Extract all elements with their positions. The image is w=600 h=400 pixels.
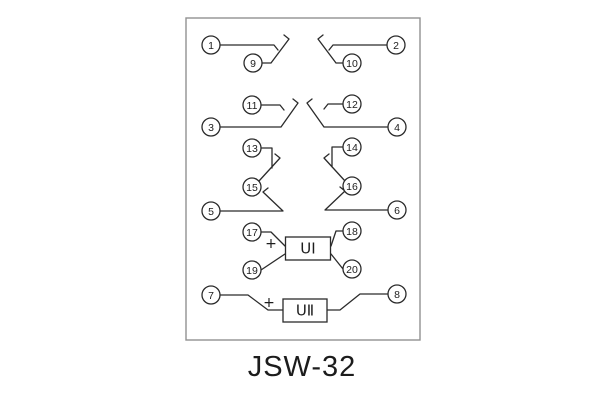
terminal-18-circle xyxy=(342,221,362,241)
terminal-20-circle xyxy=(342,259,362,279)
terminal-11-circle xyxy=(242,95,262,115)
terminal-10-circle xyxy=(342,53,362,73)
contact-group-11-3 xyxy=(219,98,299,128)
terminal-13: 13 xyxy=(242,138,262,158)
model-caption: JSW-32 xyxy=(248,351,357,383)
terminal-14-number: 14 xyxy=(346,142,358,154)
terminal-19-circle xyxy=(242,260,262,280)
terminal-5-number: 5 xyxy=(208,206,214,218)
terminal-18: 18 xyxy=(342,221,362,241)
terminal-9: 9 xyxy=(243,53,263,73)
terminal-2-circle xyxy=(386,35,406,55)
contact-group-13-15-5 xyxy=(219,147,284,212)
u2-box xyxy=(282,298,328,323)
relay-case-outline xyxy=(185,17,421,341)
terminal-19-number: 19 xyxy=(246,265,258,277)
terminal-1-circle xyxy=(201,35,221,55)
terminal-3-circle xyxy=(201,117,221,137)
terminal-16-circle xyxy=(342,176,362,196)
terminals: 1 2 9 10 11 12 xyxy=(201,35,407,305)
terminal-12: 12 xyxy=(342,94,362,114)
terminal-1-number: 1 xyxy=(208,40,214,52)
terminal-7-circle xyxy=(201,285,221,305)
terminal-20: 20 xyxy=(342,259,362,279)
contact-wiring xyxy=(219,34,389,311)
terminal-20-number: 20 xyxy=(346,264,358,276)
terminal-4-circle xyxy=(387,117,407,137)
terminal-8-circle xyxy=(387,284,407,304)
terminal-15-number: 15 xyxy=(246,182,258,194)
terminal-7: 7 xyxy=(201,285,221,305)
contact-group-2-10 xyxy=(317,34,388,64)
terminal-18-number: 18 xyxy=(346,226,358,238)
terminal-15: 15 xyxy=(242,177,262,197)
terminal-8-number: 8 xyxy=(394,289,400,301)
u2-connection-wires xyxy=(219,293,389,311)
terminal-1: 1 xyxy=(201,35,221,55)
terminal-17: 17 xyxy=(242,222,262,242)
terminal-9-number: 9 xyxy=(250,58,256,70)
terminal-3-number: 3 xyxy=(208,122,214,134)
terminal-2-number: 2 xyxy=(393,40,399,52)
contact-group-12-4 xyxy=(306,98,389,128)
terminal-12-number: 12 xyxy=(346,99,358,111)
terminal-9-circle xyxy=(243,53,263,73)
contact-group-14-16-6 xyxy=(323,146,389,211)
terminal-6: 6 xyxy=(387,200,407,220)
terminal-10-number: 10 xyxy=(346,58,358,70)
terminal-8: 8 xyxy=(387,284,407,304)
u2-polarity-plus: + xyxy=(263,295,275,311)
terminal-16-number: 16 xyxy=(346,181,358,193)
terminal-16: 16 xyxy=(342,176,362,196)
terminal-10: 10 xyxy=(342,53,362,73)
terminal-12-circle xyxy=(342,94,362,114)
terminal-5: 5 xyxy=(201,201,221,221)
terminal-6-number: 6 xyxy=(394,205,400,217)
terminal-3: 3 xyxy=(201,117,221,137)
u2-label: UⅡ xyxy=(296,302,314,320)
terminal-14-circle xyxy=(342,137,362,157)
terminal-4: 4 xyxy=(387,117,407,137)
u1-label: UⅠ xyxy=(300,240,315,258)
terminal-19: 19 xyxy=(242,260,262,280)
terminal-13-circle xyxy=(242,138,262,158)
terminal-11: 11 xyxy=(242,95,262,115)
u1-polarity-plus: + xyxy=(265,236,277,252)
u1-unit: + UⅠ xyxy=(265,236,332,261)
u1-connection-wires xyxy=(260,230,344,271)
terminal-13-number: 13 xyxy=(246,143,258,155)
terminal-6-circle xyxy=(387,200,407,220)
u2-unit: + UⅡ xyxy=(263,295,328,323)
terminal-5-circle xyxy=(201,201,221,221)
terminal-17-circle xyxy=(242,222,262,242)
terminal-2: 2 xyxy=(386,35,406,55)
terminal-11-number: 11 xyxy=(247,100,258,112)
terminal-17-number: 17 xyxy=(246,227,258,239)
terminal-14: 14 xyxy=(342,137,362,157)
terminal-15-circle xyxy=(242,177,262,197)
u1-box xyxy=(284,236,332,261)
contact-group-1-9 xyxy=(219,34,290,64)
terminal-7-number: 7 xyxy=(208,290,214,302)
terminal-4-number: 4 xyxy=(394,122,400,134)
